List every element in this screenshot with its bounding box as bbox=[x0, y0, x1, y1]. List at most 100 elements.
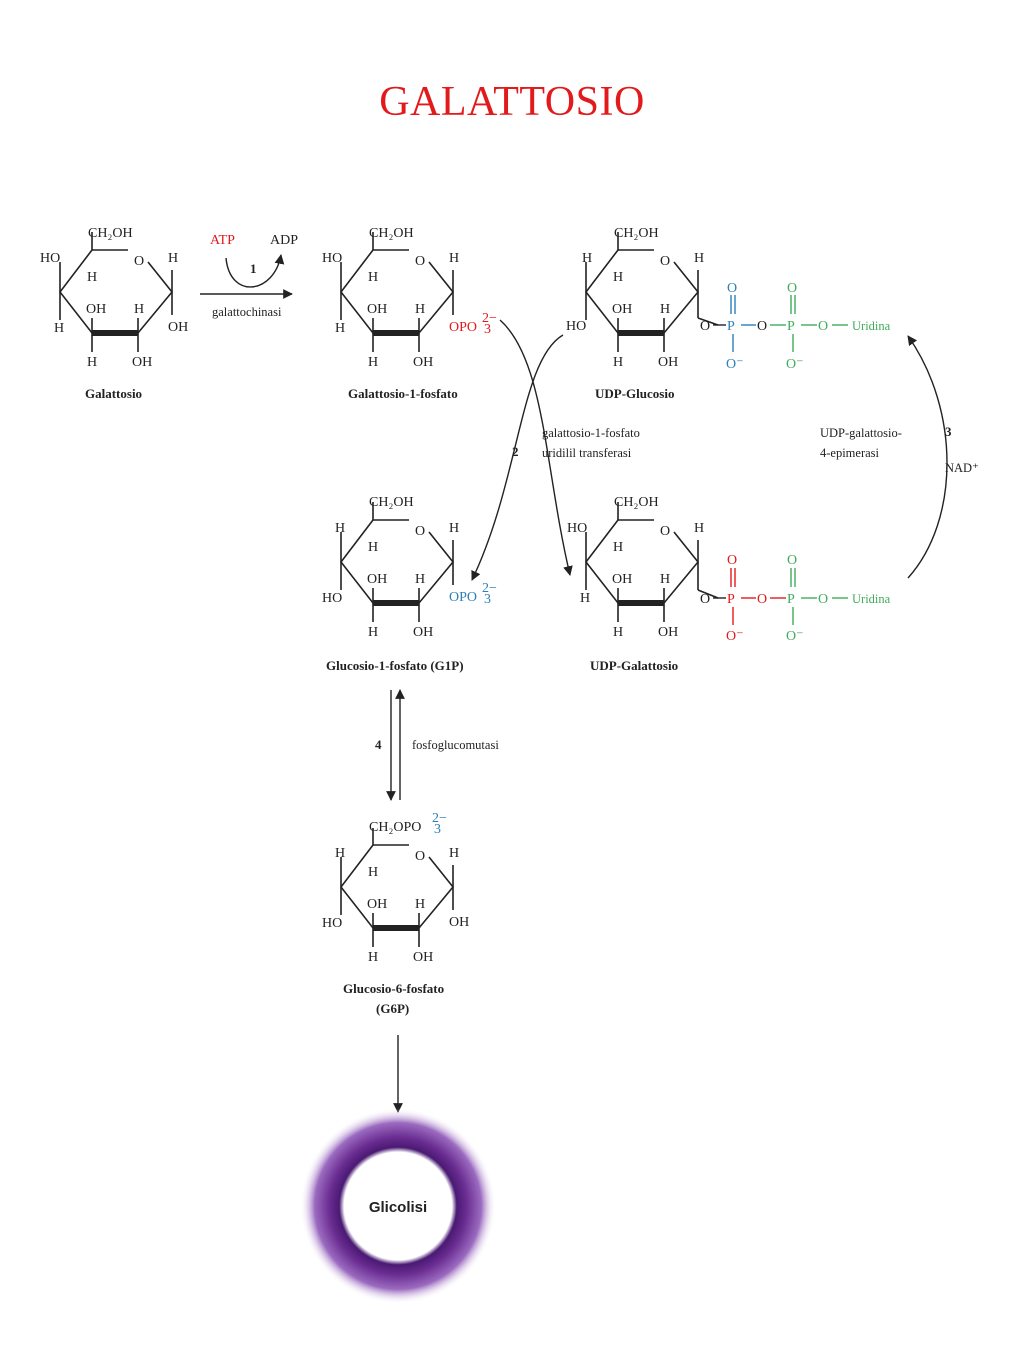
ring-oxygen: O bbox=[415, 524, 425, 539]
h-label: H bbox=[415, 302, 425, 317]
bridge-oxygen: O bbox=[700, 319, 710, 334]
glicolisi-label: Glicolisi bbox=[369, 1199, 427, 1216]
h-label: H bbox=[368, 625, 378, 640]
h-label: H bbox=[54, 321, 64, 336]
charge-label: 2− bbox=[482, 581, 497, 596]
pyranose-ring bbox=[339, 502, 455, 622]
h-label: H bbox=[87, 270, 97, 285]
phosphate-label: OPO bbox=[449, 590, 477, 605]
ho-label: HO bbox=[322, 591, 342, 606]
phosphorus: P bbox=[727, 592, 735, 607]
phosphate-label: OPO bbox=[449, 320, 477, 335]
glicolisi-pathway: Glicolisi bbox=[300, 1108, 496, 1304]
molecule-name: UDP-Glucosio bbox=[595, 386, 674, 401]
charge-label: 2− bbox=[482, 311, 497, 326]
molecule-name: Galattosio bbox=[85, 386, 142, 401]
o-minus-label: O⁻ bbox=[726, 629, 744, 644]
h-label: H bbox=[368, 950, 378, 965]
double-bond-oxygen: O bbox=[787, 553, 797, 568]
subscript-label: 3 bbox=[484, 592, 491, 607]
h-label: H bbox=[134, 302, 144, 317]
atp-label: ATP bbox=[210, 233, 235, 248]
oh-label: OH bbox=[367, 897, 387, 912]
h-label: H bbox=[694, 251, 704, 266]
molecule-name: Glucosio-6-fosfato bbox=[343, 981, 444, 996]
h-label: H bbox=[335, 521, 345, 536]
pyranose-ring bbox=[584, 232, 719, 352]
charge-label: 2− bbox=[432, 811, 447, 826]
phosphorus: P bbox=[787, 319, 795, 334]
h-label: H bbox=[368, 540, 378, 555]
ring-oxygen: O bbox=[415, 254, 425, 269]
h-label: H bbox=[660, 572, 670, 587]
reaction-step-4: 4 fosfoglucomutasi bbox=[375, 689, 499, 801]
h-label: H bbox=[368, 355, 378, 370]
double-bond-oxygen: O bbox=[787, 281, 797, 296]
nad-label: NAD⁺ bbox=[945, 461, 979, 475]
molecule-galattosio: CH₂OH O HO H H H OH H OH H OH Galattosio bbox=[40, 226, 188, 401]
ch2oh-label: CH₂OH bbox=[369, 495, 414, 510]
molecule-glucosio-1-fosfato: CH₂OH O H H H HO OH H OPO 2− 3 H OH Gluc… bbox=[322, 495, 497, 673]
diphosphate-chain: O P O O⁻ O P O O⁻ O Uridina bbox=[700, 281, 891, 372]
phosphorus: P bbox=[787, 592, 795, 607]
ch2oh-label: CH₂OH bbox=[369, 226, 414, 241]
ring-oxygen: O bbox=[660, 254, 670, 269]
h-label: H bbox=[613, 355, 623, 370]
h-label: H bbox=[580, 591, 590, 606]
h-label: H bbox=[168, 251, 178, 266]
ch2oh-label: CH₂OH bbox=[614, 495, 659, 510]
molecule-name: UDP-Galattosio bbox=[590, 658, 678, 673]
molecule-udp-glucosio: CH₂OH O H H H HO OH H H OH O P O O⁻ O P … bbox=[566, 226, 891, 401]
oh-label: OH bbox=[658, 355, 678, 370]
ho-label: HO bbox=[566, 319, 586, 334]
o-minus-label: O⁻ bbox=[786, 629, 804, 644]
h-label: H bbox=[660, 302, 670, 317]
oh-label: OH bbox=[449, 915, 469, 930]
enzyme-label: galattochinasi bbox=[212, 305, 282, 319]
molecule-name: Glucosio-1-fosfato (G1P) bbox=[326, 658, 464, 673]
adp-label: ADP bbox=[270, 233, 298, 248]
reaction-step-2: 2 galattosio-1-fosfato uridilil transfer… bbox=[471, 319, 640, 581]
ho-label: HO bbox=[322, 916, 342, 931]
ho-label: HO bbox=[322, 251, 342, 266]
step-number: 4 bbox=[375, 737, 382, 752]
oh-label: OH bbox=[367, 572, 387, 587]
molecule-name: Galattosio-1-fosfato bbox=[348, 386, 458, 401]
oh-label: OH bbox=[612, 572, 632, 587]
enzyme-label: UDP-galattosio- bbox=[820, 426, 902, 440]
ho-label: HO bbox=[40, 251, 60, 266]
bridge-oxygen: O bbox=[700, 592, 710, 607]
oh-label: OH bbox=[413, 950, 433, 965]
enzyme-label: galattosio-1-fosfato bbox=[542, 426, 640, 440]
ring-oxygen: O bbox=[415, 849, 425, 864]
oh-label: OH bbox=[86, 302, 106, 317]
pyranose-ring bbox=[339, 232, 455, 352]
reaction-step-3: UDP-galattosio- 4-epimerasi 3 NAD⁺ bbox=[820, 335, 979, 579]
oh-label: OH bbox=[413, 355, 433, 370]
h-label: H bbox=[449, 251, 459, 266]
h-label: H bbox=[613, 540, 623, 555]
h-label: H bbox=[449, 521, 459, 536]
bridge-oxygen: O bbox=[757, 592, 767, 607]
double-bond-oxygen: O bbox=[727, 553, 737, 568]
h-label: H bbox=[415, 572, 425, 587]
o-minus-label: O⁻ bbox=[726, 357, 744, 372]
h-label: H bbox=[613, 270, 623, 285]
molecule-name: (G6P) bbox=[376, 1001, 409, 1016]
bridge-oxygen: O bbox=[818, 319, 828, 334]
h-label: H bbox=[335, 321, 345, 336]
h-label: H bbox=[613, 625, 623, 640]
h-label: H bbox=[415, 897, 425, 912]
uridina-label: Uridina bbox=[852, 592, 891, 606]
enzyme-label: 4-epimerasi bbox=[820, 446, 880, 460]
ch2opo-label: CH₂OPO bbox=[369, 820, 421, 835]
bridge-oxygen: O bbox=[818, 592, 828, 607]
enzyme-label: fosfoglucomutasi bbox=[412, 738, 499, 752]
h-label: H bbox=[582, 251, 592, 266]
enzyme-label: uridilil transferasi bbox=[542, 446, 632, 460]
page-title: GALATTOSIO bbox=[379, 79, 645, 125]
h-label: H bbox=[335, 846, 345, 861]
h-label: H bbox=[368, 865, 378, 880]
ho-label: HO bbox=[567, 521, 587, 536]
